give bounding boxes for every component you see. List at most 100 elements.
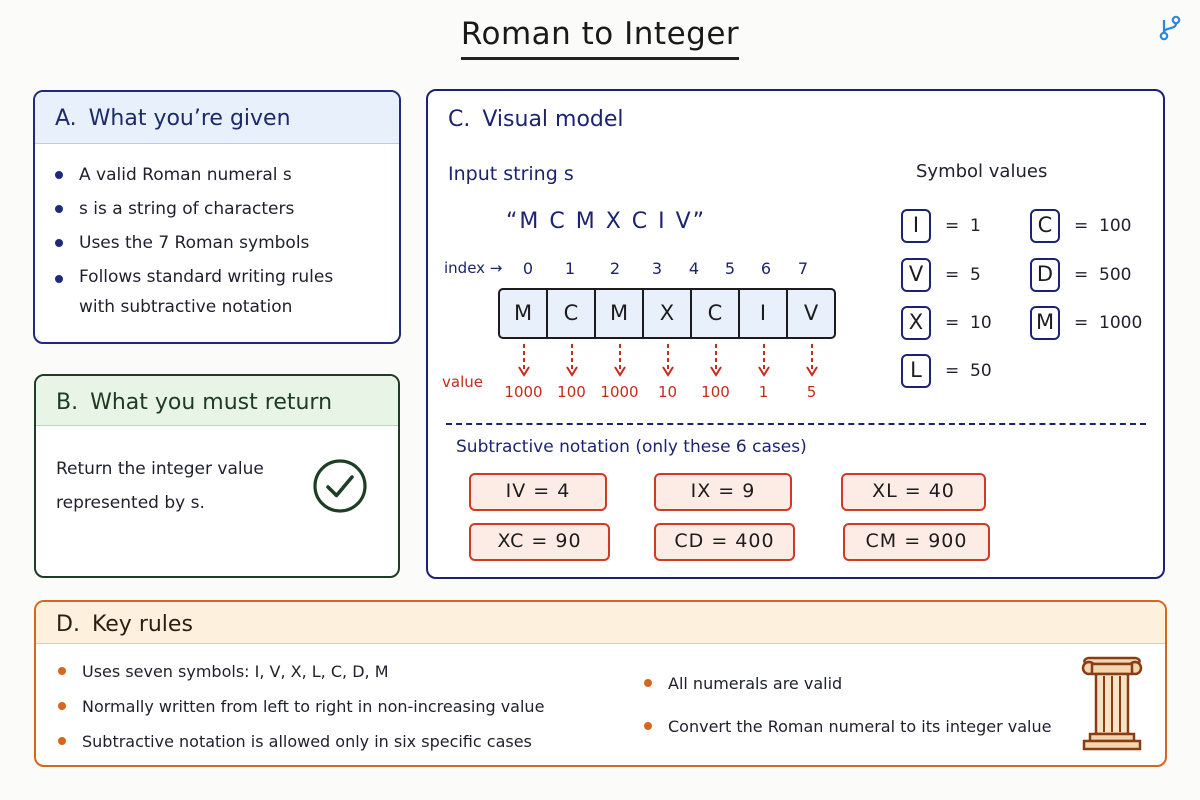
symbol-box: M [1030,306,1060,340]
arrow-down-icon [805,344,818,377]
panel-key-rules-letter: D. [56,612,80,637]
arrow-down-icon [757,344,770,377]
arrow-down-icon [709,344,722,377]
value-number: 10 [657,383,678,401]
fork-icon[interactable] [1156,14,1184,42]
list-item-text: Follows standard writing rules [79,267,334,287]
bullet-dot [644,722,652,730]
list-item: Convert the Roman numeral to its integer… [644,705,1051,748]
value-number: 5 [806,383,817,401]
symbol-equals: = 5 [945,265,981,285]
symbol-values-title: Symbol values [916,161,1048,182]
symbol-value-row: D = 500 [1030,258,1132,292]
symbol-value-row: M = 1000 [1030,306,1142,340]
symbol-equals: = 1000 [1074,313,1143,333]
symbol-equals: = 10 [945,313,992,333]
arrow-down-icon [613,344,626,377]
return-text: Return the integer value represented by … [56,452,306,520]
panel-visual-model-letter: C. [448,107,471,132]
bullet-dot [55,205,63,213]
panel-visual-model: C. Visual model Input string s “M C M X C… [426,89,1165,579]
index-label: index → [444,259,503,277]
symbol-value-row: I= 1 [901,209,981,243]
symbol-value-row: V = 5 [901,258,981,292]
quoted-string: “M C M X C I V” [506,209,707,234]
divider [446,423,1146,425]
list-item-text: Subtractive notation is allowed only in … [82,732,532,751]
greek-column-icon [1081,656,1143,751]
subtractive-case: CM = 900 [843,523,990,561]
panel-visual-model-header: C. Visual model [428,91,1163,143]
list-item-text: All numerals are valid [668,674,843,693]
list-item-text: Uses seven symbols: I, V, X, L, C, D, M [82,662,389,681]
symbol-box: V [901,258,931,292]
bullet-dot [58,667,66,675]
string-cell: M [500,290,548,337]
symbol-equals: = 500 [1074,265,1132,285]
bullet-dot [58,737,66,745]
bullet-dot [55,275,63,283]
list-item-text: Convert the Roman numeral to its integer… [668,717,1052,736]
index-number: 5 [724,259,736,278]
input-string-label: Input string s [448,163,574,185]
panel-given-letter: A. [55,106,77,131]
list-item: s is a string of characters [55,192,333,226]
panel-given-header: A. What you’re given [35,92,399,144]
list-item-text: A valid Roman numeral s [79,165,292,185]
subtractive-case: XL = 40 [841,473,986,511]
panel-given-heading: What you’re given [88,106,291,131]
panel-return: B. What you must return Return the intege… [34,374,400,578]
arrow-down-icon [565,344,578,377]
rules-list-left: Uses seven symbols: I, V, X, L, C, D, M … [58,654,544,759]
bullet-dot [55,171,63,179]
list-item: Uses the 7 Roman symbols [55,226,333,260]
string-cell: M [596,290,644,337]
subtractive-case: CD = 400 [654,523,795,561]
list-item: All numerals are valid [644,662,1051,705]
symbol-box: L [901,354,931,388]
list-item-text: Normally written from left to right in n… [82,697,545,716]
symbol-value-row: L = 50 [901,354,992,388]
bullet-dot [644,679,652,687]
symbol-value-row: X= 10 [901,306,992,340]
index-number: 1 [564,259,576,278]
index-number: 7 [797,259,809,278]
list-item-text: Uses the 7 Roman symbols [79,233,310,253]
index-number: 6 [760,259,772,278]
list-item: Uses seven symbols: I, V, X, L, C, D, M [58,654,544,689]
subtractive-title: Subtractive notation (only these 6 cases… [456,437,807,457]
panel-key-rules: D. Key rules Uses seven symbols: I, V, X,… [34,600,1167,767]
index-number: 3 [651,259,663,278]
symbol-equals: = 1 [945,216,981,236]
subtractive-case: IX = 9 [654,473,792,511]
return-text-line: Return the integer value [56,459,264,479]
panel-return-letter: B. [56,390,79,415]
arrow-down-icon [517,344,530,377]
subtractive-case: IV = 4 [469,473,607,511]
symbol-equals: = 50 [945,361,992,381]
given-list: A valid Roman numeral s s is a string of… [55,158,333,322]
subtractive-case: XC = 90 [469,523,610,561]
symbol-box: C [1030,209,1060,243]
list-item-text: s is a string of characters [79,199,295,219]
string-cell: X [644,290,692,337]
panel-return-header: B. What you must return [36,376,398,426]
index-number: 2 [609,259,621,278]
value-number: 1 [758,383,769,401]
panel-key-rules-heading: Key rules [91,612,193,637]
symbol-box: D [1030,258,1060,292]
string-cell: V [803,301,819,325]
value-number: 1000 [504,383,543,401]
value-number: 100 [701,383,730,401]
list-item: A valid Roman numeral s [55,158,333,192]
page-title: Roman to Integer [460,16,740,60]
arrow-down-icon [661,344,674,377]
list-item: Subtractive notation is allowed only in … [58,724,544,759]
panel-return-heading: What you must return [90,390,333,415]
check-circle-icon [313,459,367,513]
rules-list-right: All numerals are valid Convert the Roman… [644,662,1051,748]
panel-visual-model-heading: Visual model [482,107,624,132]
title-wrap: Roman to Integer [0,16,1200,60]
index-number: 0 [522,259,534,278]
